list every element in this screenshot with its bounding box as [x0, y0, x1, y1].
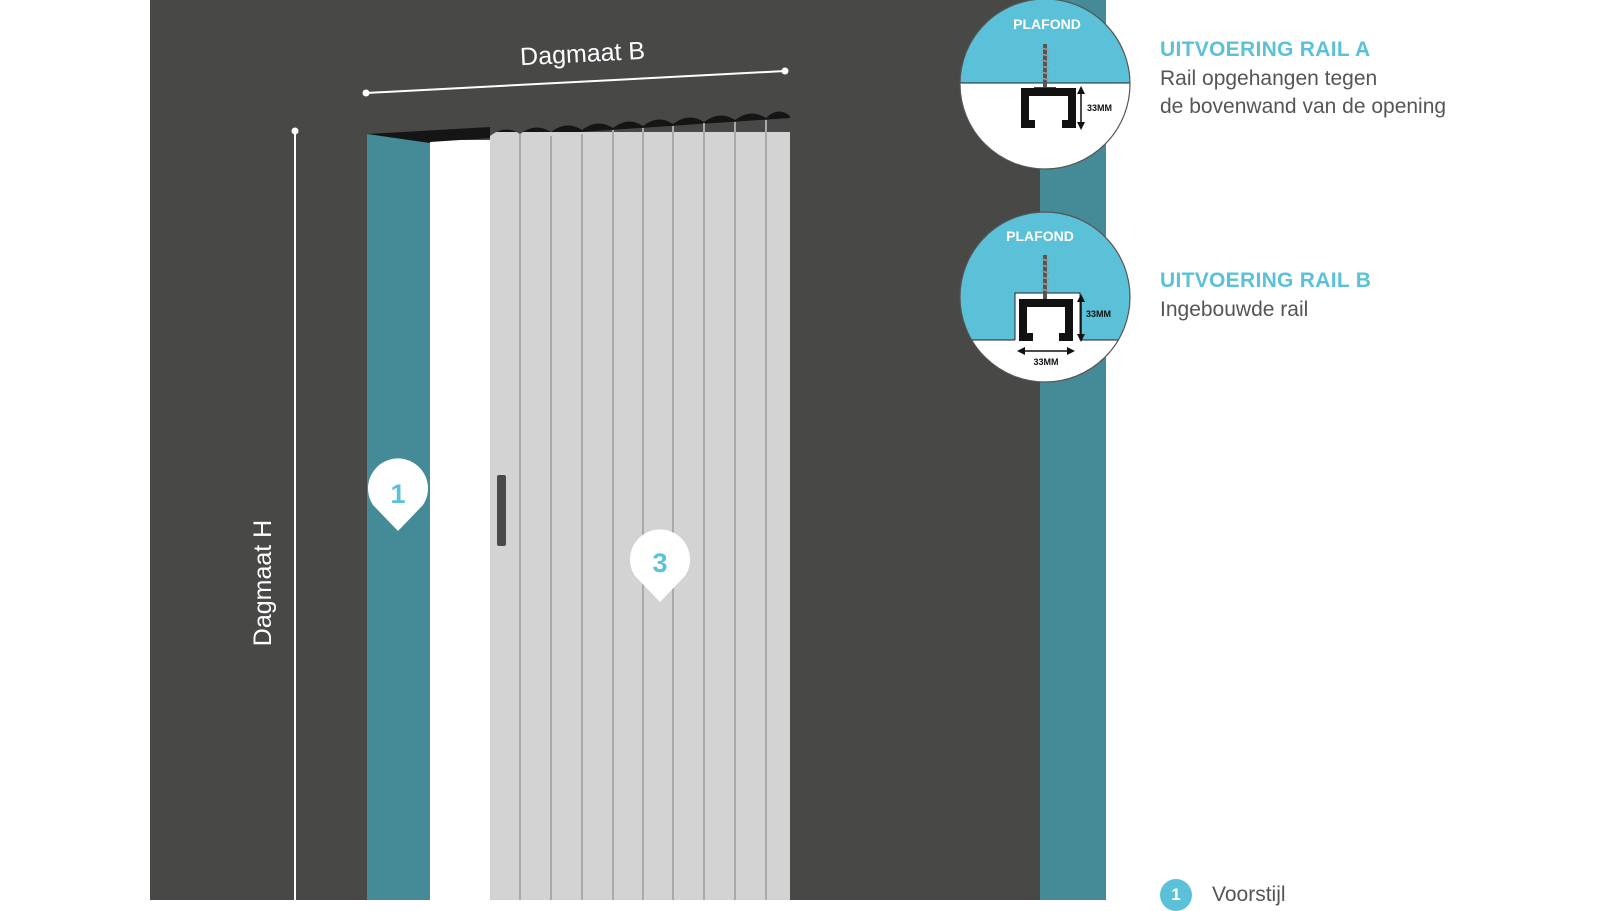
ceiling-label-b: PLAFOND [1006, 228, 1074, 244]
marker-3: 3 [630, 529, 690, 602]
door-panel-tops [490, 100, 790, 136]
rail-b-description: Ingebouwde rail [1160, 296, 1308, 324]
folding-door [490, 100, 790, 900]
legend-label: Voorstijl [1212, 883, 1286, 906]
rail-b-line-1: Ingebouwde rail [1160, 298, 1309, 321]
height-label-a: 33MM [1087, 103, 1112, 113]
width-label-b: 33MM [1033, 357, 1058, 367]
height-label-b: 33MM [1086, 309, 1111, 319]
marker-1: 1 [368, 458, 428, 531]
svg-text:3: 3 [652, 548, 667, 578]
door-handle[interactable] [497, 475, 506, 546]
door-opening [430, 140, 490, 900]
svg-text:1: 1 [390, 479, 405, 509]
rail-a-title: UITVOERING RAIL A [1160, 38, 1371, 61]
dimension-height-label: Dagmaat H [249, 520, 277, 646]
rail-a-description: Rail opgehangen tegen de bovenwand van d… [1160, 65, 1446, 121]
legend-number: 1 [1160, 879, 1192, 911]
ceiling-label-a: PLAFOND [1013, 16, 1081, 32]
rail-a-line-1: Rail opgehangen tegen [1160, 67, 1378, 90]
rail-b-title: UITVOERING RAIL B [1160, 269, 1372, 292]
legend-item: 1 Voorstijl [1160, 879, 1286, 911]
dimension-width-line [362, 67, 789, 97]
dimension-width-label: Dagmaat B [519, 37, 645, 72]
dimension-height-line [291, 127, 299, 900]
rail-a-line-2: de bovenwand van de opening [1160, 95, 1447, 118]
rail-b-detail: PLAFOND 33MM 33MM [959, 211, 1131, 383]
